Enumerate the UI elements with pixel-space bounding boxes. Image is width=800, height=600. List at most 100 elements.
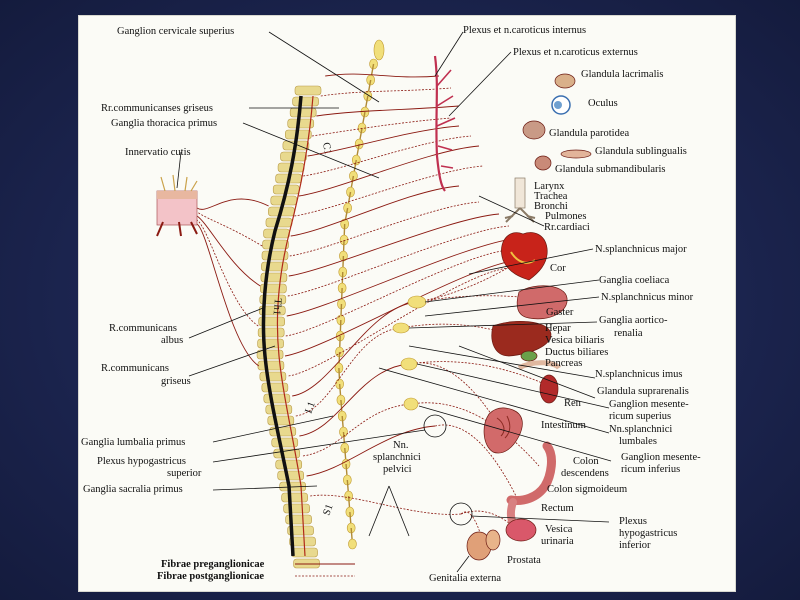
cervical-ganglion [373,39,385,61]
vertebra [283,503,310,514]
sublingual-gland-icon [560,149,592,159]
heart-icon [501,232,548,281]
label-ganglion-mes-inf-2: ricum inferius [621,464,680,475]
nerve-fibre [292,301,418,397]
trunk-ganglion [348,538,357,550]
label-vesica-urin-1: Vesica [545,524,573,535]
nerve-fibre [320,87,452,97]
spine-label-th: Th1 [271,298,283,316]
spine-label-s: S1 [321,503,335,517]
nerve-fibre [310,494,462,515]
label-nn-splanch-pelv-1: Nn. [393,440,408,451]
label-gl-lacrimalis: Glandula lacrimalis [581,69,664,80]
vertebral-column [256,85,322,569]
pancreas-icon [517,360,562,371]
nerve-fibre-skin [196,211,263,247]
nerve-fibre-skin [196,215,261,287]
stomach-icon [516,285,568,320]
nerve-fibre-post [408,361,550,387]
label-r-comm-albus-2: albus [161,335,183,346]
vertebra [259,294,287,305]
skin-epidermis [157,191,197,199]
ptr-plexus-int [434,31,464,77]
ptr-genitalia [456,555,470,573]
label-genitalia: Genitalia externa [429,573,501,584]
ptr-plexus-ext [448,51,512,117]
nerve-fibre-post [408,362,500,427]
label-rr-comm-griseus: Rr.communicanses griseus [101,103,213,114]
vertebra [289,536,316,547]
legend: Fibrae preganglionicae Fibrae postgangli… [157,559,355,582]
autonomic-nervous-system-diagram: C1 Th1 L1 S1 [81,25,701,584]
colon-icon [506,441,556,505]
vertebra [287,525,314,536]
label-pulmones: Pulmones [545,211,586,222]
vertebra [261,261,288,272]
trachea-icon [514,177,526,209]
nerve-fibre [284,259,520,357]
legend-post-label: Fibrae postganglionicae [157,571,264,582]
submandibular-gland-icon [534,155,552,171]
nerve-fibre [298,145,480,197]
nerve-fibre-post [400,323,510,335]
vertebra [293,558,320,569]
label-hepar: Hepar [545,323,571,334]
label-gaster: Gaster [546,307,574,318]
ptr-ganglion-mes-inf [418,405,612,462]
label-colon-desc-2: descendens [561,468,609,479]
spinal-cord-line [261,95,303,557]
spine-label-l: L1 [303,400,317,415]
label-pancreas: Pancreas [545,358,582,369]
nerve-fibre [289,201,480,257]
nerve-fibre [294,165,484,217]
label-colon-desc-1: Colon [573,456,599,467]
intestine-folds [496,415,511,439]
label-n-splanch-minor: N.splanchnicus minor [601,292,694,303]
label-r-comm-albus-1: R.communicans [109,323,177,334]
nerve-fibre [299,363,410,437]
legend-pre-label: Fibrae preganglionicae [161,559,265,570]
ptr-n-splanch-major [468,248,594,275]
label-r-comm-gris-2: griseus [161,376,191,387]
label-ganglia-coeliaca: Ganglia coeliaca [599,275,670,286]
label-rectum: Rectum [541,503,574,514]
spinal-cord-outline [276,95,314,557]
mesenteric-inferior-ganglion [403,397,419,411]
label-ganglia-sacralia: Ganglia sacralia primus [83,484,183,495]
label-ren: Ren [564,398,582,409]
pointer-lines [176,31,612,573]
nerve-fibre [307,125,460,157]
plexus-hypogastricus-superior-circle [423,414,447,438]
label-rr-cardiaci: Rr.cardiaci [544,222,590,233]
lacrimal-gland-icon [554,73,576,89]
label-vesica-urin-2: urinaria [541,536,574,547]
eye-pupil-icon [554,101,562,109]
ptr-nn-splanch-pelv-2 [388,485,410,537]
label-plexus-ext: Plexus et n.caroticus externus [513,47,638,58]
liver-icon [491,321,552,357]
vertebra [277,470,304,481]
label-ganglion-mes-inf-1: Ganglion mesente- [621,452,701,463]
label-ganglia-thoracica: Ganglia thoracica primus [111,118,217,129]
label-trachea: Trachea [534,191,568,202]
sympathetic-trunk [334,58,378,550]
label-nn-splanch-lumb-1: Nn.splanchnici [609,424,672,435]
label-plexus-hypo-inf-3: inferior [619,540,651,551]
ptr-plexus-hypo-inf [470,515,610,523]
label-nn-splanch-pelv-2: splanchnici [373,452,421,463]
ptr-plexus-hypo-sup [212,429,426,463]
label-plexus-hypo-inf-1: Plexus [619,516,647,527]
ptr-n-splanch-imus [408,345,596,379]
ptr-rr-cardiaci [478,195,545,227]
ptr-ganglia-thoracica [242,122,380,179]
mesenteric-superior-ganglion [400,357,418,371]
label-gl-submand: Glandula submandibularis [555,164,666,175]
label-r-comm-gris-1: R.communicans [101,363,169,374]
label-n-splanch-imus: N.splanchnicus imus [595,369,683,380]
ptr-nn-splanch-pelv-1 [368,485,390,537]
nerve-fibre [311,117,452,137]
coeliac-ganglion [407,295,427,309]
ptr-innervatio [176,151,182,189]
label-ganglion-mes-sup-1: Ganglion mesente- [609,399,689,410]
label-vesica-biliaris: Vesica biliaris [545,335,604,346]
